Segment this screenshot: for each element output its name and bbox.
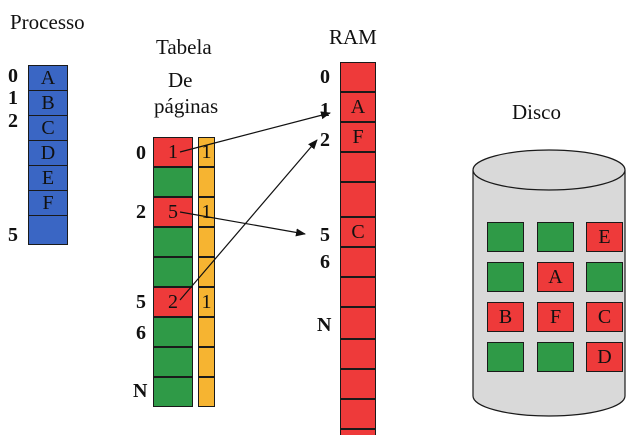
- processo-page-f: F: [28, 190, 68, 216]
- ram-frame-10: [340, 369, 376, 399]
- tabela-entry-n: [153, 377, 193, 407]
- processo-index-5: 5: [8, 224, 18, 246]
- ram-frame-11: [340, 399, 376, 429]
- arrow-entry0-to-ram1: [179, 111, 331, 153]
- tabela-title-line1: Tabela: [156, 35, 212, 59]
- disco-block-r2c3: [586, 262, 623, 292]
- tabela-index-0: 0: [136, 142, 146, 164]
- tabela-index-n: N: [133, 380, 148, 402]
- disco-block-r2c1: [487, 262, 524, 292]
- tabela-title-line2: De: [168, 68, 193, 92]
- tabela-index-6: 6: [136, 322, 146, 344]
- tabela-entry-1: [153, 167, 193, 197]
- tabela-valid-n: [198, 377, 215, 407]
- ram-frame-3: [340, 152, 376, 182]
- disco-block-b: B: [487, 302, 524, 332]
- tabela-entry-4: [153, 257, 193, 287]
- ram-frame-8: [340, 307, 376, 339]
- tabela-entry-0: 1: [153, 137, 193, 167]
- disco-title: Disco: [512, 100, 561, 124]
- tabela-valid-2: 1: [198, 197, 215, 227]
- disco-block-c: C: [586, 302, 623, 332]
- ram-frame-0: [340, 62, 376, 92]
- ram-index-1: 1: [320, 99, 330, 121]
- processo-page-d: D: [28, 140, 68, 166]
- ram-frame-7: [340, 277, 376, 307]
- disco-block-r1c1: [487, 222, 524, 252]
- ram-frame-5: C: [340, 217, 376, 247]
- ram-index-n: N: [317, 314, 332, 336]
- ram-index-6: 6: [320, 251, 330, 273]
- arrow-entry2-to-ram5: [179, 211, 306, 237]
- ram-title: RAM: [329, 25, 377, 49]
- tabela-entry-3: [153, 227, 193, 257]
- processo-index-0: 0: [8, 65, 18, 87]
- ram-frame-1: A: [340, 92, 376, 122]
- processo-title: Processo: [10, 10, 85, 34]
- ram-frame-6: [340, 247, 376, 277]
- processo-page-empty: [28, 215, 68, 245]
- disco-block-e: E: [586, 222, 623, 252]
- processo-page-a: A: [28, 65, 68, 91]
- disco-block-r1c2: [537, 222, 574, 252]
- tabela-entry-2: 5: [153, 197, 193, 227]
- tabela-entry-6: [153, 317, 193, 347]
- arrow-entry5-to-ram2: [179, 139, 318, 301]
- tabela-title-line3: páginas: [154, 94, 219, 118]
- tabela-entry-7: [153, 347, 193, 377]
- tabela-valid-3: [198, 227, 215, 257]
- disco-block-r4c1: [487, 342, 524, 372]
- processo-index-1: 1: [8, 87, 18, 109]
- ram-index-0: 0: [320, 66, 330, 88]
- disco-block-a: A: [537, 262, 574, 292]
- disco-block-r4c2: [537, 342, 574, 372]
- tabela-valid-1: [198, 167, 215, 197]
- ram-index-2: 2: [320, 129, 330, 151]
- tabela-valid-5: 1: [198, 287, 215, 317]
- tabela-valid-7: [198, 347, 215, 377]
- ram-index-5: 5: [320, 224, 330, 246]
- ram-frame-9: [340, 339, 376, 369]
- disco-block-d: D: [586, 342, 623, 372]
- tabela-index-2: 2: [136, 201, 146, 223]
- processo-index-2: 2: [8, 110, 18, 132]
- disco-block-f: F: [537, 302, 574, 332]
- tabela-index-5: 5: [136, 291, 146, 313]
- ram-frame-12: [340, 429, 376, 435]
- processo-page-e: E: [28, 165, 68, 191]
- ram-frame-4: [340, 182, 376, 217]
- processo-page-c: C: [28, 115, 68, 141]
- ram-frame-2: F: [340, 122, 376, 152]
- tabela-valid-6: [198, 317, 215, 347]
